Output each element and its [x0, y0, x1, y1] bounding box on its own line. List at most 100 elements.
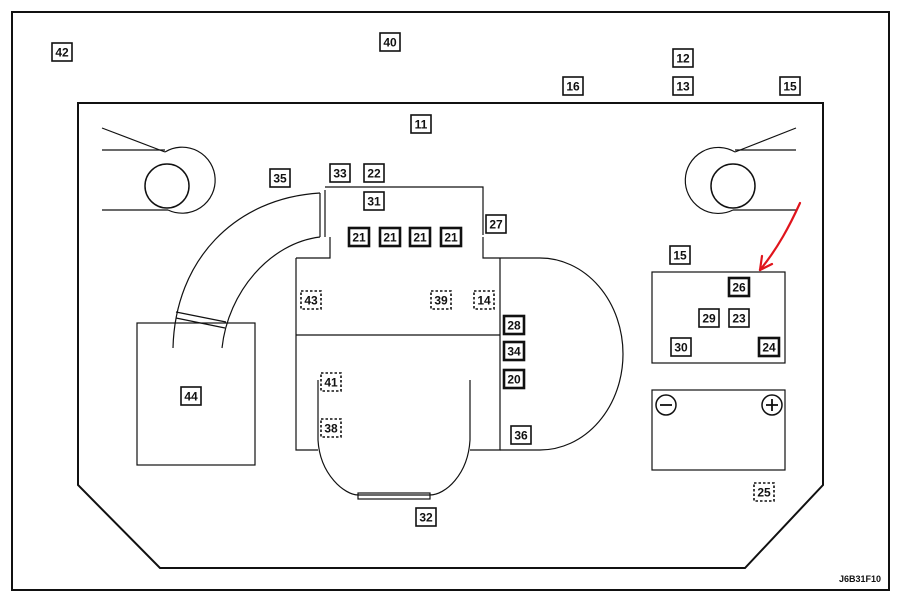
callout-box [320, 418, 342, 438]
callout-31: 31 [363, 191, 385, 211]
callout-number: 36 [514, 429, 528, 443]
callout-number: 21 [413, 231, 427, 245]
callout-15: 15 [669, 245, 691, 265]
callout-box [562, 76, 584, 96]
callout-number: 14 [477, 294, 491, 308]
callout-16: 16 [562, 76, 584, 96]
callout-number: 28 [507, 319, 521, 333]
callout-box [430, 290, 452, 310]
callout-22: 22 [363, 163, 385, 183]
callout-number: 41 [324, 376, 338, 390]
callout-number: 29 [702, 312, 716, 326]
callout-21: 21 [439, 226, 463, 248]
callout-number: 21 [352, 231, 366, 245]
callout-box [410, 114, 432, 134]
callout-number: 23 [732, 312, 746, 326]
callout-25: 25 [753, 482, 775, 502]
callout-33: 33 [329, 163, 351, 183]
callout-11: 11 [410, 114, 432, 134]
callout-box [300, 290, 322, 310]
callout-41: 41 [320, 372, 342, 392]
callout-box [728, 308, 750, 328]
callout-box [415, 507, 437, 527]
callout-35: 35 [269, 168, 291, 188]
battery [651, 389, 786, 471]
callout-14: 14 [473, 290, 495, 310]
callout-39: 39 [430, 290, 452, 310]
callout-box [510, 425, 532, 445]
callout-box [269, 168, 291, 188]
callout-number: 32 [419, 511, 433, 525]
reference-code: J6B31F10 [839, 574, 881, 584]
callout-38: 38 [320, 418, 342, 438]
callout-box [502, 314, 526, 336]
callout-number: 15 [673, 249, 687, 263]
callout-number: 44 [184, 390, 198, 404]
air-intake-duct [172, 190, 326, 349]
callout-box [363, 191, 385, 211]
callout-number: 40 [383, 36, 397, 50]
callout-box [347, 226, 371, 248]
callout-number: 38 [324, 422, 338, 436]
callout-labels: 42 40 12 13 16 15 11 35 33 22 31 21 21 21 21 27 15 26 29 23… [51, 32, 801, 527]
callout-40: 40 [379, 32, 401, 52]
callout-number: 35 [273, 172, 287, 186]
callout-number: 39 [434, 294, 448, 308]
callout-number: 26 [732, 281, 746, 295]
callout-box [439, 226, 463, 248]
callout-32: 32 [415, 507, 437, 527]
outer-frame [11, 11, 890, 591]
callout-12: 12 [672, 48, 694, 68]
callout-box [320, 372, 342, 392]
callout-number: 43 [304, 294, 318, 308]
air-cleaner-box [136, 322, 256, 466]
callout-number: 25 [757, 486, 771, 500]
callout-26: 26 [727, 276, 751, 298]
callout-44: 44 [180, 386, 202, 406]
callout-number: 24 [762, 341, 776, 355]
callout-number: 12 [676, 52, 690, 66]
callout-box [363, 163, 385, 183]
callout-number: 31 [367, 195, 381, 209]
compartment-outline [77, 102, 824, 569]
callout-number: 11 [415, 118, 428, 132]
callout-number: 30 [674, 341, 688, 355]
callout-number: 27 [489, 218, 503, 232]
callout-box [698, 308, 720, 328]
callout-box [502, 368, 526, 390]
callout-13: 13 [672, 76, 694, 96]
callout-number: 22 [367, 167, 381, 181]
callout-36: 36 [510, 425, 532, 445]
callout-box [329, 163, 351, 183]
callout-number: 20 [507, 373, 521, 387]
callout-23: 23 [728, 308, 750, 328]
engine-body [295, 237, 624, 500]
callout-21: 21 [378, 226, 402, 248]
callout-42: 42 [51, 42, 73, 62]
callout-21: 21 [408, 226, 432, 248]
callout-box [672, 76, 694, 96]
fuse-relay-box [651, 271, 786, 364]
callout-28: 28 [502, 314, 526, 336]
battery-negative-terminal [655, 394, 677, 416]
callout-29: 29 [698, 308, 720, 328]
callout-box [502, 340, 526, 362]
annotation-arrow [758, 201, 802, 272]
callout-15: 15 [779, 76, 801, 96]
callout-number: 33 [333, 167, 347, 181]
callout-box [669, 245, 691, 265]
callout-box [757, 336, 781, 358]
callout-27: 27 [485, 214, 507, 234]
callout-box [779, 76, 801, 96]
callout-box [485, 214, 507, 234]
callout-number: 16 [566, 80, 580, 94]
callout-box [670, 337, 692, 357]
callout-box [473, 290, 495, 310]
callout-number: 13 [676, 80, 690, 94]
right-strut-mount [684, 127, 797, 215]
callout-number: 34 [507, 345, 521, 359]
callout-30: 30 [670, 337, 692, 357]
callout-box [180, 386, 202, 406]
callout-number: 21 [444, 231, 458, 245]
